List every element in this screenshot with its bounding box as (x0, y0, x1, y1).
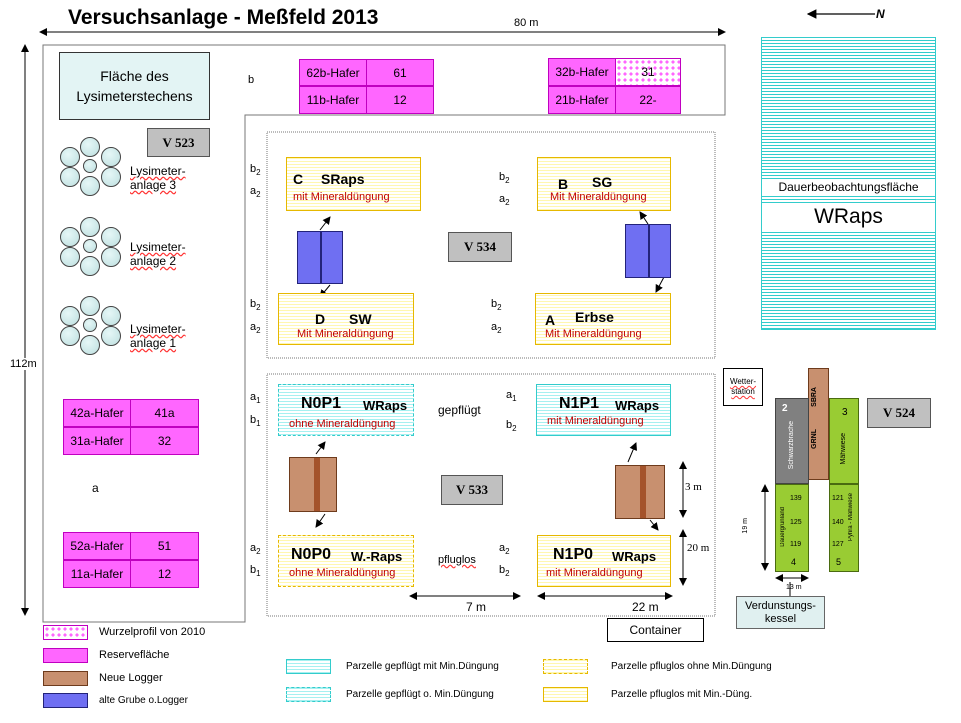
wurzelprofil-cell: 31 (615, 58, 681, 86)
lysimeter-label-3: Lysimeter-anlage 3 (130, 164, 186, 192)
lysimeter-label-1: Lysimeter-anlage 1 (130, 322, 186, 350)
plot-a-a2: a2 (491, 321, 502, 336)
legend-label-logger: Neue Logger (99, 672, 163, 684)
v524-dauergruenland: 139 125 119 Dauergrünland 4 (775, 484, 809, 572)
plot-c-a2: a2 (250, 185, 261, 200)
legend-swatch-pfluglos-mit (543, 687, 588, 702)
v524-pyhra: 121 140 127 Pyhra - Mähwiese 5 (829, 484, 859, 572)
plot-n0p1-a1: a1 (250, 391, 261, 406)
dauerbeobachtungsflaeche: Dauerbeobachtungsfläche WRaps (761, 37, 936, 330)
plot-n0p1-b1: b1 (250, 414, 261, 429)
legend-swatch-gepfluegt-mit (286, 659, 331, 674)
lysimeter-stechen-label: Fläche des Lysimeterstechens (76, 68, 193, 104)
pfluglos-label: pfluglos (438, 554, 476, 566)
v524-sbra-grnl: SBRA GRNL (808, 368, 829, 480)
plot-a-erbse: A Erbse Mit Mineraldüngung (535, 293, 671, 345)
plot-d-a2: a2 (250, 321, 261, 336)
v533-frame (266, 373, 716, 617)
legend-label-pfluglos-mit: Parzelle pfluglos mit Min.-Düng. (611, 689, 753, 700)
gepfluegt-label: gepflügt (438, 403, 481, 417)
plot-b-a2: a2 (499, 193, 510, 208)
plot-n1p1: N1P1 WRaps mit Mineraldüngung (536, 384, 671, 436)
plot-d-b2: b2 (250, 298, 261, 313)
lysimeter-label-2: Lysimeter-anlage 2 (130, 240, 186, 268)
plot-n0p0-a2: a2 (250, 542, 261, 557)
legend-swatch-grube (43, 693, 88, 708)
legend-swatch-wurzelprofil (43, 625, 88, 640)
dim-13m-label: 13 m (786, 584, 802, 591)
neuer-logger-right (615, 465, 665, 519)
plot-a-b2: b2 (491, 298, 502, 313)
v534-frame (266, 131, 716, 359)
v524-schwarzbrache: 2 Schwarzbrache (775, 398, 809, 484)
alte-grube-left (297, 231, 343, 284)
v534-label: V 534 (448, 232, 512, 262)
plot-n1p0: N1P0 WRaps mit Mineraldüngung (537, 535, 671, 587)
plot-c-b2: b2 (250, 163, 261, 178)
legend-swatch-pfluglos-ohne (543, 659, 588, 674)
plot-n0p0: N0P0 W.-Raps ohne Mineraldüngung (278, 535, 414, 587)
page-title: Versuchsanlage - Meßfeld 2013 (68, 6, 379, 29)
plot-n1p0-a2: a2 (499, 542, 510, 557)
legend-label-gepfluegt-mit: Parzelle gepflügt mit Min.Düngung (346, 661, 499, 672)
alte-grube-right (625, 224, 671, 278)
dim-7m-label: 7 m (466, 600, 487, 614)
dim-22m-label: 22 m (632, 600, 659, 614)
plot-n0p1: N0P1 WRaps ohne Mineraldüngung (278, 384, 414, 436)
field-outline (42, 44, 726, 623)
legend-label-gepfluegt-ohne: Parzelle gepflügt o. Min.Düngung (346, 689, 494, 700)
north-label: N (876, 7, 885, 21)
dauer-title: Dauerbeobachtungsfläche (762, 179, 935, 195)
wetterstation: Wetter-station (723, 368, 763, 406)
dauer-crop: WRaps (762, 203, 935, 231)
dim-20m-label: 20 m (687, 542, 710, 554)
plot-n1p0-b2: b2 (499, 564, 510, 579)
container: Container (607, 618, 704, 642)
lysimeter-stechen-area: Fläche des Lysimeterstechens (59, 52, 210, 120)
legend-swatch-reserve (43, 648, 88, 663)
legend-label-pfluglos-ohne: Parzelle pfluglos ohne Min.Düngung (611, 661, 772, 672)
label-b: b (248, 74, 255, 86)
legend-swatch-gepfluegt-ohne (286, 687, 331, 702)
plot-b-sg: B SG Mit Mineraldüngung (537, 157, 671, 211)
plot-n1p1-b2: b2 (506, 419, 517, 434)
plot-n0p0-b1: b1 (250, 564, 261, 579)
dim-80m-label: 80 m (514, 17, 539, 29)
v533-label: V 533 (441, 475, 503, 505)
plot-n1p1-a1: a1 (506, 389, 517, 404)
legend-swatch-logger (43, 671, 88, 686)
label-a: a (92, 481, 99, 495)
plot-b-b2: b2 (499, 171, 510, 186)
v524-maehwiese-top: 3 Mähwiese (829, 398, 859, 484)
v523-label: V 523 (147, 128, 210, 157)
verdunstungskessel: Verdunstungs-kessel (736, 596, 825, 629)
plot-d-sw: D SW Mit Mineraldüngung (278, 293, 414, 345)
legend-label-wurzelprofil: Wurzelprofil von 2010 (99, 626, 206, 638)
dim-19m-label: 19 m (742, 518, 749, 534)
dim-3m-label: 3 m (685, 481, 702, 493)
legend-label-grube: alte Grube o.Logger (99, 695, 188, 706)
plot-c-sraps: C SRaps mit Mineraldüngung (286, 157, 421, 211)
legend-label-reserve: Reservefläche (99, 649, 170, 661)
neuer-logger-left (289, 457, 337, 512)
v524-label: V 524 (867, 398, 931, 428)
dim-112m-label: 112m (10, 358, 37, 370)
